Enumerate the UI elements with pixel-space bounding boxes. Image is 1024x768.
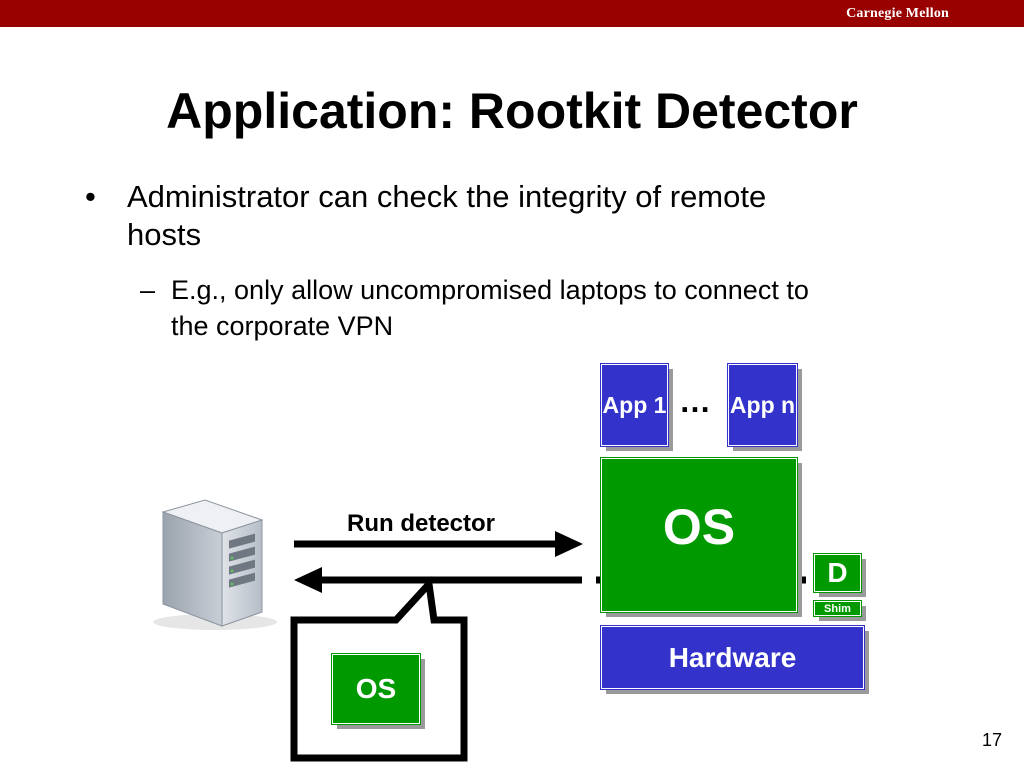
server-tower-icon [153, 499, 277, 630]
page-number: 17 [981, 730, 1002, 750]
run-detector-arrow [294, 531, 583, 557]
detector-d-box: D [813, 553, 862, 593]
sub-bullet-text: E.g., only allow uncompromised laptops t… [171, 275, 809, 341]
sub-bullet-marker: – [140, 275, 156, 305]
brand-logo-text: Carnegie Mellon [846, 6, 949, 21]
bullet-marker: • [85, 179, 96, 214]
app-n-box: App n [727, 363, 798, 447]
run-detector-label: Run detector [347, 510, 496, 537]
result-arrow [294, 567, 582, 593]
hardware-box: Hardware [600, 625, 865, 690]
bullet-text: Administrator can check the integrity of… [127, 179, 767, 252]
os-callout-box: OS [331, 653, 421, 725]
app-1-box: App 1 [600, 363, 669, 447]
apps-ellipsis: … [679, 383, 714, 419]
os-box: OS [600, 457, 798, 613]
shim-box: Shim [813, 600, 862, 617]
header-bar: Carnegie Mellon [0, 0, 1024, 27]
slide-title: Application: Rootkit Detector [166, 83, 858, 139]
